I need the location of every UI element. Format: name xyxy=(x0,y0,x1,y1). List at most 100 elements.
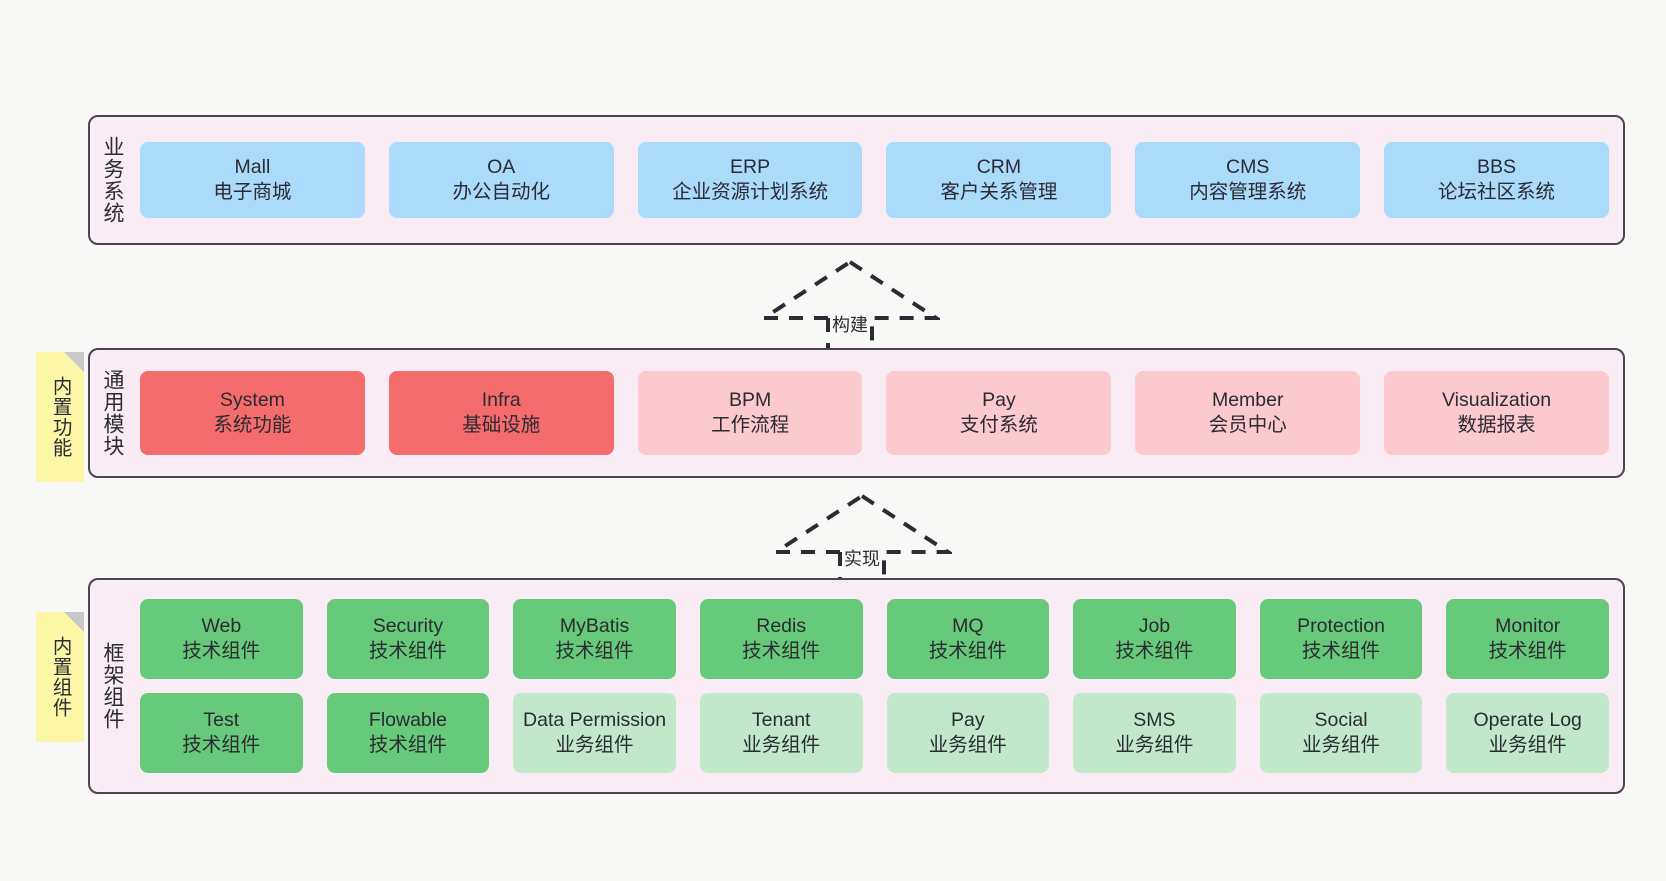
folded-corner-icon xyxy=(64,352,84,372)
sticky-note-label: 内置组件 xyxy=(49,636,72,718)
card-title: CRM xyxy=(976,156,1022,179)
card-subtitle: 技术组件 xyxy=(182,640,261,662)
card-erp[interactable]: ERP 企业资源计划系统 xyxy=(637,142,863,218)
layer-body-common-modules: System 系统功能 Infra 基础设施 BPM 工作流程 Pay 支付系统… xyxy=(134,350,1623,476)
card-oa[interactable]: OA 办公自动化 xyxy=(388,142,614,218)
card-mybatis[interactable]: MyBatis 技术组件 xyxy=(513,599,676,679)
card-mall[interactable]: Mall 电子商城 xyxy=(140,142,365,218)
card-subtitle: 业务组件 xyxy=(555,734,634,756)
generalization-arrow-build: 构建 xyxy=(760,258,940,350)
card-subtitle: 业务组件 xyxy=(1488,734,1567,756)
sticky-note-label: 内置功能 xyxy=(49,376,72,458)
card-title: MQ xyxy=(952,615,984,638)
card-title: Test xyxy=(203,709,240,732)
card-title: Operate Log xyxy=(1473,709,1582,732)
generalization-arrow-implement: 实现 xyxy=(772,492,952,584)
card-web[interactable]: Web 技术组件 xyxy=(140,599,303,679)
card-subtitle: 业务组件 xyxy=(742,734,821,756)
card-title: Flowable xyxy=(368,709,447,732)
card-title: Pay xyxy=(982,389,1016,412)
card-title: Visualization xyxy=(1441,389,1552,412)
card-title: BPM xyxy=(728,389,772,412)
layer-body-business-systems: Mall 电子商城 OA 办公自动化 ERP 企业资源计划系统 CRM 客户关系… xyxy=(134,117,1623,243)
card-title: Mall xyxy=(234,156,271,179)
card-crm[interactable]: CRM 客户关系管理 xyxy=(886,142,1112,218)
card-subtitle: 办公自动化 xyxy=(452,181,550,203)
card-system[interactable]: System 系统功能 xyxy=(140,371,365,455)
card-test[interactable]: Test 技术组件 xyxy=(140,693,303,773)
layer-business-systems: 业务系统 Mall 电子商城 OA 办公自动化 ERP 企业资源计划系统 CRM… xyxy=(88,115,1625,245)
card-subtitle: 技术组件 xyxy=(1115,640,1194,662)
card-visualization[interactable]: Visualization 数据报表 xyxy=(1384,371,1609,455)
card-protection[interactable]: Protection 技术组件 xyxy=(1259,599,1423,679)
card-title: Redis xyxy=(756,615,807,638)
card-subtitle: 会员中心 xyxy=(1208,414,1287,436)
card-title: Social xyxy=(1314,709,1368,732)
card-title: ERP xyxy=(730,156,771,179)
card-row: Web 技术组件 Security 技术组件 MyBatis 技术组件 Redi… xyxy=(140,599,1609,679)
card-row: Mall 电子商城 OA 办公自动化 ERP 企业资源计划系统 CRM 客户关系… xyxy=(140,142,1609,218)
card-title: Security xyxy=(372,615,444,638)
card-member[interactable]: Member 会员中心 xyxy=(1135,371,1361,455)
arrow-shape xyxy=(760,260,940,350)
card-flowable[interactable]: Flowable 技术组件 xyxy=(326,693,490,773)
card-job[interactable]: Job 技术组件 xyxy=(1073,599,1236,679)
sticky-note-builtin-features: 内置功能 xyxy=(36,352,84,482)
card-security[interactable]: Security 技术组件 xyxy=(326,599,490,679)
card-title: Infra xyxy=(481,389,521,412)
card-title: Monitor xyxy=(1495,615,1561,638)
card-bpm[interactable]: BPM 工作流程 xyxy=(637,371,863,455)
folded-corner-icon xyxy=(64,612,84,632)
card-redis[interactable]: Redis 技术组件 xyxy=(699,599,863,679)
card-pay-component[interactable]: Pay 业务组件 xyxy=(886,693,1050,773)
card-subtitle: 技术组件 xyxy=(742,640,821,662)
card-subtitle: 业务组件 xyxy=(1302,734,1381,756)
card-subtitle: 技术组件 xyxy=(182,734,261,756)
card-subtitle: 系统功能 xyxy=(213,414,292,436)
card-subtitle: 企业资源计划系统 xyxy=(672,181,829,203)
card-title: MyBatis xyxy=(559,615,630,638)
card-title: Tenant xyxy=(751,709,811,732)
card-row: System 系统功能 Infra 基础设施 BPM 工作流程 Pay 支付系统… xyxy=(140,371,1609,455)
sticky-note-builtin-components: 内置组件 xyxy=(36,612,84,742)
card-operate-log[interactable]: Operate Log 业务组件 xyxy=(1446,693,1609,773)
card-tenant[interactable]: Tenant 业务组件 xyxy=(699,693,863,773)
card-subtitle: 技术组件 xyxy=(1488,640,1567,662)
card-subtitle: 技术组件 xyxy=(368,640,447,662)
card-title: OA xyxy=(487,156,516,179)
card-infra[interactable]: Infra 基础设施 xyxy=(388,371,614,455)
card-title: Data Permission xyxy=(523,709,667,732)
arrow-label-build: 构建 xyxy=(832,315,868,335)
card-subtitle: 技术组件 xyxy=(928,640,1007,662)
layer-title-business-systems: 业务系统 xyxy=(100,136,124,224)
card-title: BBS xyxy=(1477,156,1517,179)
card-title: Pay xyxy=(951,709,985,732)
card-cms[interactable]: CMS 内容管理系统 xyxy=(1135,142,1361,218)
layer-title-common-modules: 通用模块 xyxy=(100,369,124,457)
card-social[interactable]: Social 业务组件 xyxy=(1259,693,1423,773)
card-title: Web xyxy=(201,615,242,638)
card-title: Job xyxy=(1138,615,1171,638)
layer-body-framework-components: Web 技术组件 Security 技术组件 MyBatis 技术组件 Redi… xyxy=(134,580,1623,792)
card-mq[interactable]: MQ 技术组件 xyxy=(886,599,1050,679)
card-title: SMS xyxy=(1133,709,1176,732)
card-row: Test 技术组件 Flowable 技术组件 Data Permission … xyxy=(140,693,1609,773)
layer-title-framework-components: 框架组件 xyxy=(100,642,124,730)
card-subtitle: 内容管理系统 xyxy=(1189,181,1307,203)
layer-common-modules: 通用模块 System 系统功能 Infra 基础设施 BPM 工作流程 Pay… xyxy=(88,348,1625,478)
card-subtitle: 基础设施 xyxy=(462,414,541,436)
card-sms[interactable]: SMS 业务组件 xyxy=(1073,693,1236,773)
card-title: CMS xyxy=(1226,156,1270,179)
card-pay[interactable]: Pay 支付系统 xyxy=(886,371,1112,455)
card-subtitle: 客户关系管理 xyxy=(940,181,1058,203)
card-data-permission[interactable]: Data Permission 业务组件 xyxy=(513,693,676,773)
card-subtitle: 工作流程 xyxy=(711,414,790,436)
card-subtitle: 论坛社区系统 xyxy=(1438,181,1556,203)
card-subtitle: 支付系统 xyxy=(959,414,1038,436)
card-title: System xyxy=(219,389,285,412)
card-monitor[interactable]: Monitor 技术组件 xyxy=(1446,599,1609,679)
card-bbs[interactable]: BBS 论坛社区系统 xyxy=(1384,142,1609,218)
arrow-shape xyxy=(772,494,952,584)
card-subtitle: 业务组件 xyxy=(928,734,1007,756)
